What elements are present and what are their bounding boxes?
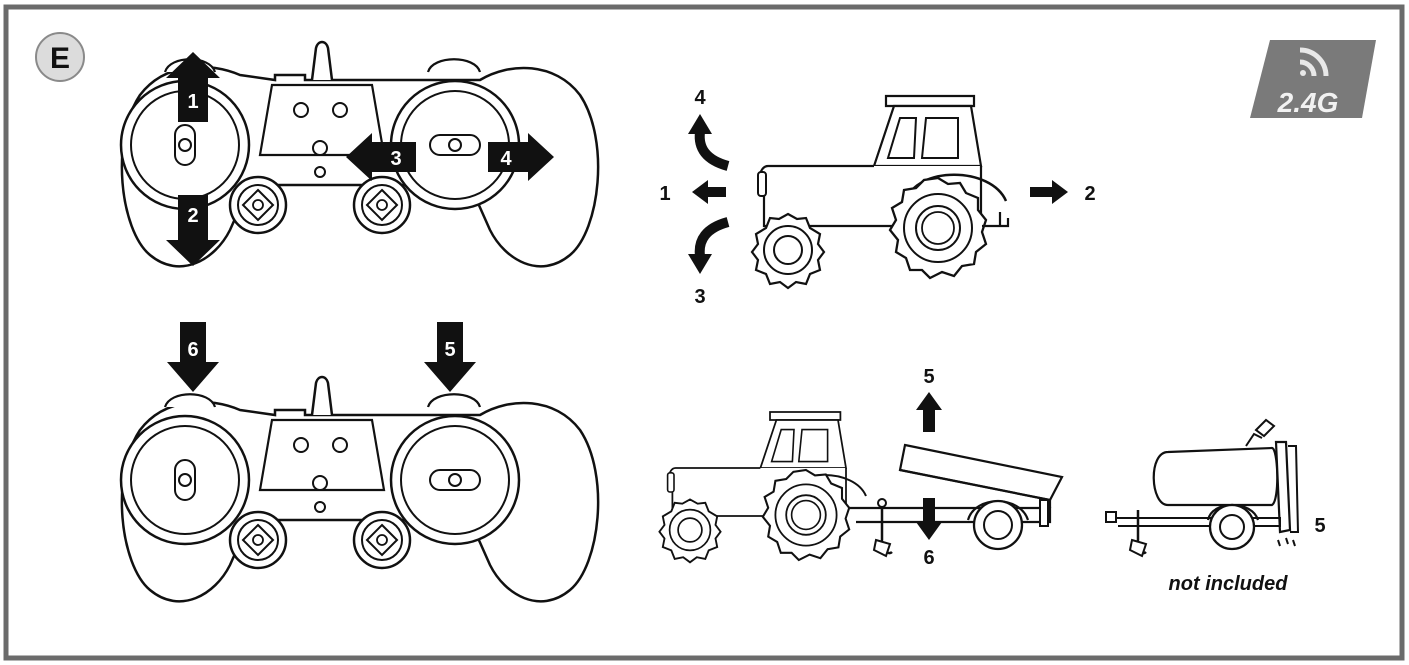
wifi-icon <box>1299 47 1329 77</box>
tractor-trailer-illustration <box>658 410 1064 564</box>
forward-label: 1 <box>659 183 670 205</box>
tanker-illustration <box>1105 418 1300 558</box>
arrow-up-icon <box>166 52 220 122</box>
arrow-down-icon <box>916 498 942 540</box>
not-included-note: not included <box>1169 573 1289 595</box>
arrow-up-icon <box>916 392 942 432</box>
turn-right-forward-icon <box>688 217 730 274</box>
turn-forward-right-label: 3 <box>694 286 705 308</box>
stick-right-label: 4 <box>500 148 512 170</box>
tractor-illustration <box>750 94 1010 290</box>
wireless-logo: 2.4G <box>1250 40 1376 118</box>
arrow-left-icon <box>692 180 726 204</box>
tip-up-label: 5 <box>923 366 934 388</box>
wireless-logo-text: 2.4G <box>1277 87 1339 118</box>
turn-forward-left-label: 4 <box>694 87 706 109</box>
arrow-left-icon <box>346 133 416 181</box>
arrow-right-icon <box>1030 180 1068 204</box>
stick-left-label: 3 <box>390 148 401 170</box>
arrow-down-icon <box>167 322 219 392</box>
panel-frame <box>3 4 1405 661</box>
left-shoulder-label: 6 <box>187 339 198 361</box>
arrow-down-icon <box>166 195 220 266</box>
controller-bottom <box>119 375 600 603</box>
reverse-label: 2 <box>1084 183 1095 205</box>
right-shoulder-label: 5 <box>444 339 455 361</box>
controller-top: 1 2 3 4 <box>119 40 600 268</box>
tip-down-label: 6 <box>923 547 934 569</box>
turn-left-forward-icon <box>688 114 730 171</box>
arrow-right-icon <box>488 133 554 181</box>
section-badge-label: E <box>50 42 70 75</box>
stick-up-label: 1 <box>187 91 198 113</box>
tanker-label: 5 <box>1314 515 1325 537</box>
section-badge: E <box>35 32 85 82</box>
arrow-down-icon <box>424 322 476 392</box>
stick-down-label: 2 <box>187 205 198 227</box>
